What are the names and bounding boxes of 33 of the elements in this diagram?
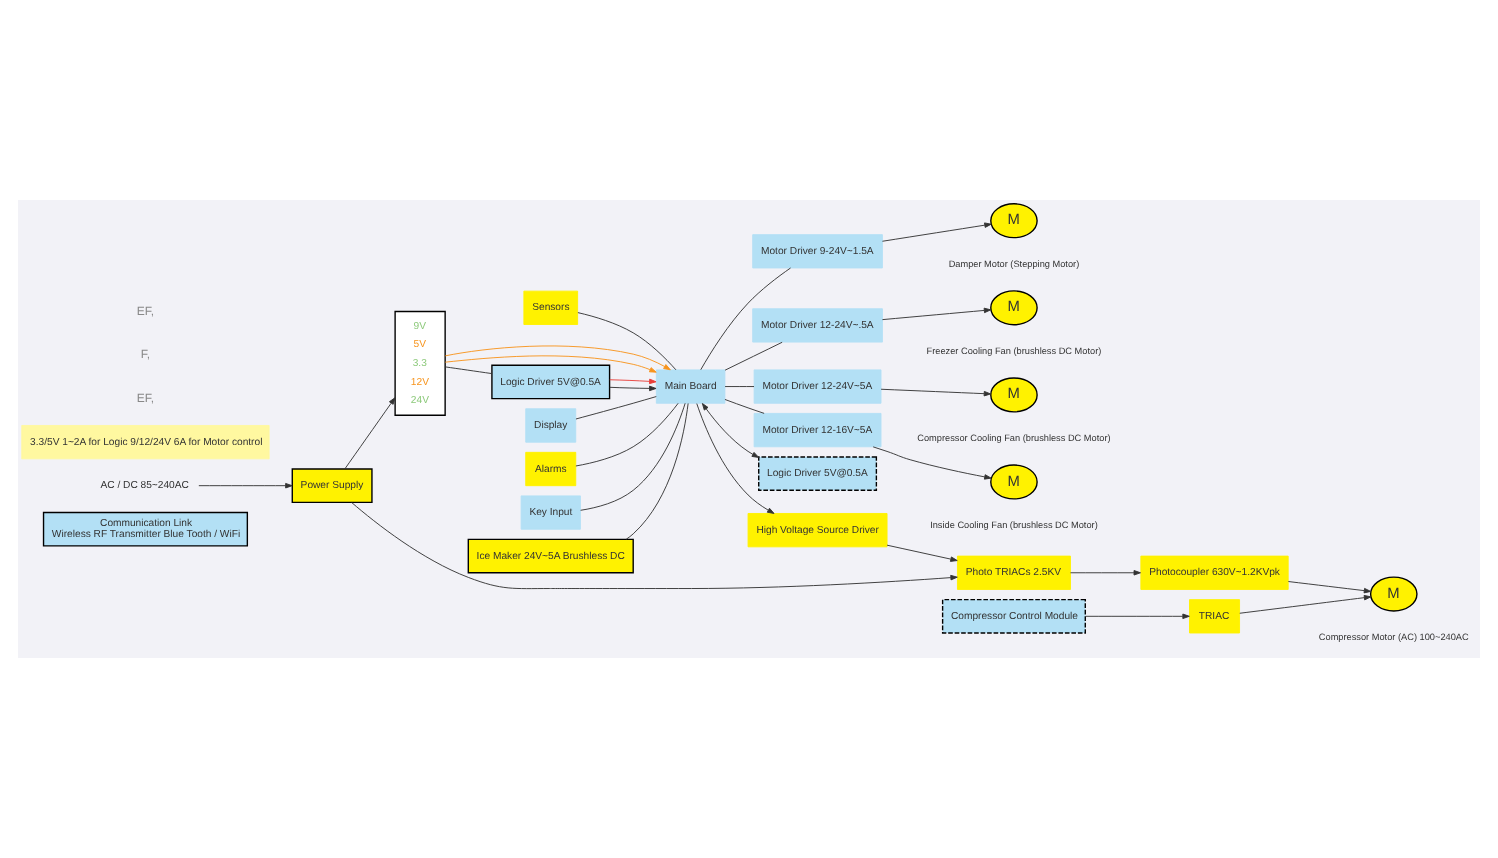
connector [724,386,755,388]
arrow [1287,581,1372,594]
node-ellipse: M [990,377,1038,413]
connector [575,402,679,467]
arrow [880,388,992,397]
arrow [1070,570,1141,576]
arrow [872,446,992,480]
arrow [886,544,958,562]
connector [625,402,689,540]
arrow [344,397,396,470]
arrow [882,222,992,242]
connector [580,402,686,511]
arrow [701,403,760,458]
arrow [444,355,657,373]
node-ellipse: M [990,290,1038,326]
connector [444,366,493,375]
connector [724,398,765,414]
connector [575,396,657,420]
arrow [444,345,671,371]
connector [577,312,677,371]
arrow [882,307,992,321]
connector [724,341,783,371]
connector [700,267,792,371]
node-ellipse: M [1369,576,1418,612]
arrow [1239,594,1372,614]
arrow [696,403,775,514]
arrow [198,482,293,489]
arrow [351,502,958,590]
arrow [609,378,657,385]
node-ellipse: M [990,203,1038,239]
arrow [609,385,657,392]
node-ellipse: M [990,464,1038,500]
arrow [1085,613,1190,620]
